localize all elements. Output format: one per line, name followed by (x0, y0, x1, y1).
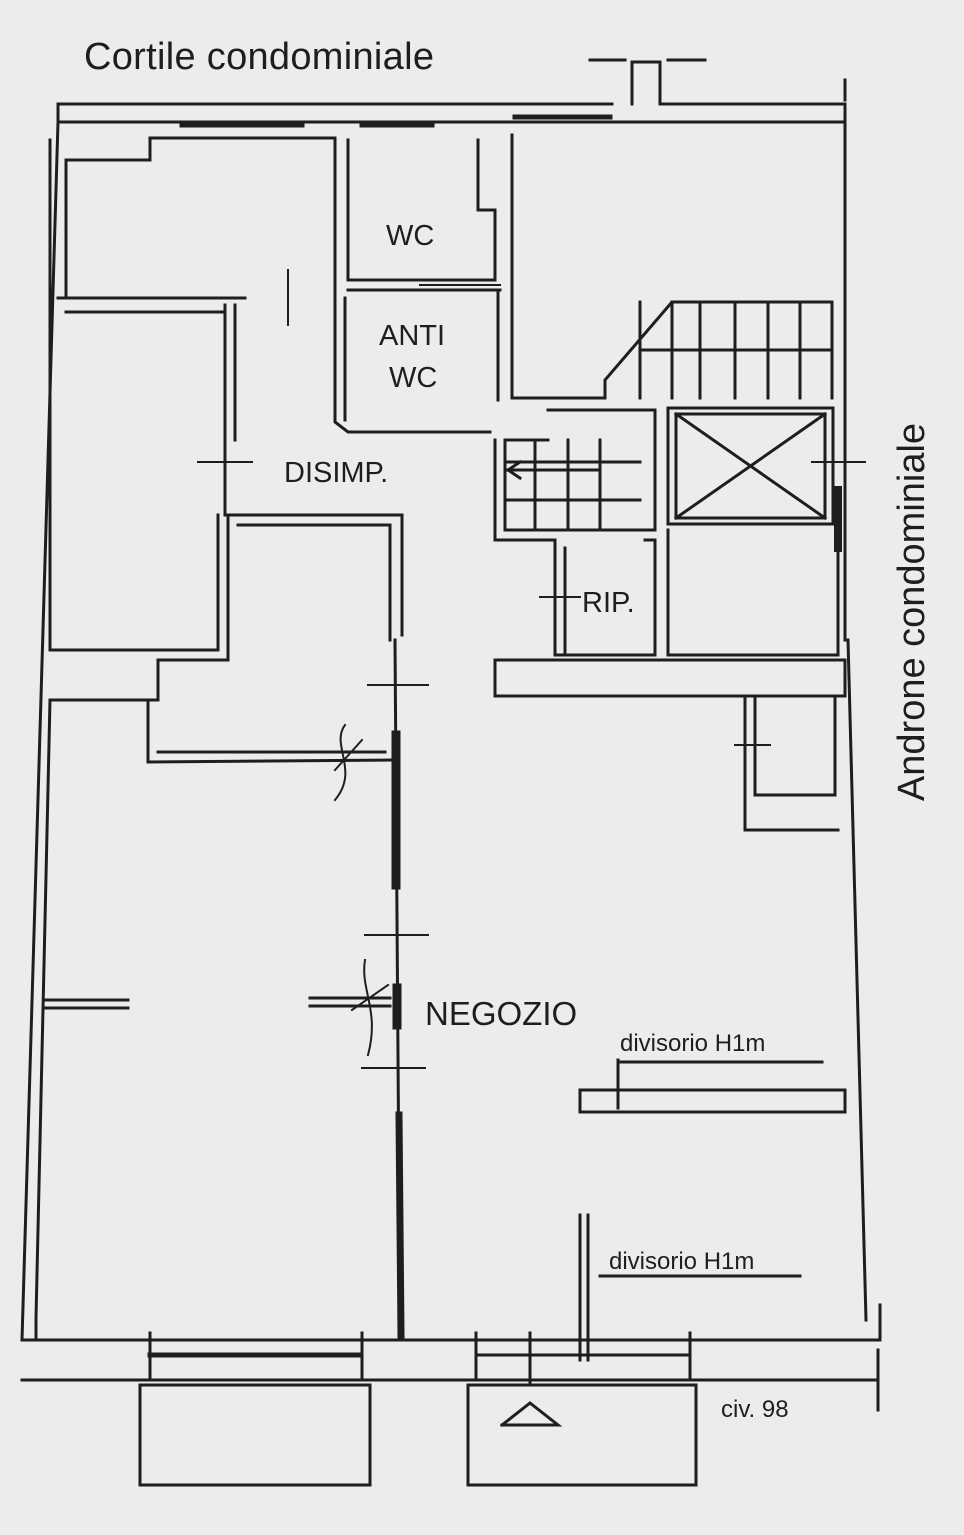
staircase-lower (493, 408, 657, 542)
door-markers (197, 269, 866, 1069)
label-entrance-hall: Androne condominiale (891, 422, 933, 802)
label-hallway: DISIMP. (284, 457, 389, 489)
exterior-walls (20, 58, 882, 1412)
windows-top (179, 114, 613, 128)
label-shop: NEGOZIO (425, 995, 578, 1032)
staircase-upper (603, 300, 834, 400)
lift-shaft (666, 406, 842, 657)
windows-bottom (147, 1331, 692, 1387)
label-wc: WC (386, 220, 435, 252)
label-partition-2: divisorio H1m (609, 1248, 755, 1275)
entrance-steps (138, 1383, 698, 1487)
wall-wc-block (333, 133, 607, 434)
wall-upper-left-room (56, 136, 337, 300)
label-partition-1: divisorio H1m (620, 1030, 766, 1057)
wall-right-small-room (743, 694, 840, 832)
wall-storage (493, 538, 847, 698)
label-anti-wc-line2: WC (389, 362, 438, 394)
label-street-number: civ. 98 (721, 1396, 789, 1423)
wall-left-rooms (34, 303, 404, 1320)
label-storage: RIP. (582, 587, 635, 619)
label-anti-wc-line1: ANTI (379, 320, 446, 352)
wall-central (391, 638, 405, 1339)
label-courtyard: Cortile condominiale (84, 36, 435, 78)
partition-lines (578, 1058, 847, 1362)
